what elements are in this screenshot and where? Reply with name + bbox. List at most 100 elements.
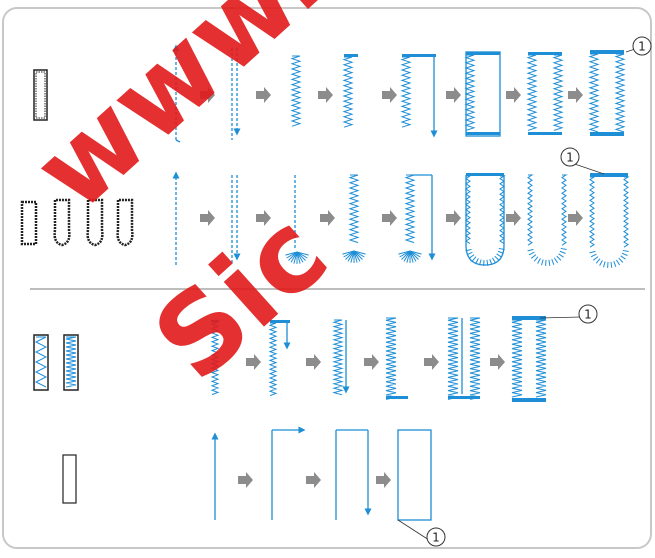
icon-outline bbox=[118, 200, 133, 245]
left-bead bbox=[402, 57, 410, 127]
round-end-stitch bbox=[557, 256, 561, 260]
round-end-stitch bbox=[560, 251, 566, 253]
step-3 bbox=[336, 430, 368, 520]
left-bead bbox=[590, 177, 594, 247]
step-arrow bbox=[446, 87, 461, 103]
right-bead bbox=[554, 55, 562, 130]
step-arrow bbox=[238, 472, 253, 488]
round-end-stitch bbox=[603, 261, 605, 267]
step-6 bbox=[466, 52, 500, 136]
round-end-stitch bbox=[622, 253, 628, 255]
icon-right-zigzag bbox=[66, 337, 76, 387]
row-bound-buttonhole: 1 bbox=[63, 430, 445, 546]
round-end-stitch bbox=[538, 258, 541, 263]
step-4 bbox=[342, 175, 365, 263]
round-end-stitch bbox=[497, 254, 502, 257]
right-bead bbox=[470, 318, 480, 399]
step-2 bbox=[232, 175, 237, 265]
right-bead bbox=[624, 177, 628, 247]
callout-number-1: 1 bbox=[584, 308, 592, 322]
round-end-stitch bbox=[541, 259, 543, 265]
round-end-stitch bbox=[534, 257, 538, 262]
step-5 bbox=[448, 318, 480, 399]
step-5 bbox=[402, 54, 436, 134]
round-end-stitch bbox=[495, 256, 499, 260]
left-bead bbox=[292, 56, 300, 126]
icon-outline bbox=[55, 200, 70, 245]
right-bead bbox=[536, 320, 546, 397]
step-1 bbox=[211, 320, 219, 395]
round-end-stitch bbox=[529, 252, 534, 255]
right-bead bbox=[616, 54, 624, 132]
callout-1: 1 bbox=[561, 148, 604, 174]
left-bead bbox=[344, 57, 352, 127]
step-arrow bbox=[364, 354, 379, 370]
step-arrow bbox=[382, 210, 397, 226]
step-3 bbox=[285, 175, 308, 264]
round-end-stitch bbox=[554, 258, 557, 263]
step-4 bbox=[398, 430, 431, 520]
step-arrow bbox=[376, 472, 391, 488]
row-stretch-buttonholes: 1 bbox=[34, 305, 597, 402]
step-5 bbox=[398, 175, 432, 263]
step-2 bbox=[272, 430, 302, 520]
round-end-stitch bbox=[552, 259, 554, 265]
step-6 bbox=[466, 173, 505, 266]
eyelet-fan bbox=[398, 251, 421, 263]
left-bead bbox=[270, 323, 276, 396]
bartack-bottom bbox=[466, 132, 500, 135]
right-bead bbox=[562, 175, 566, 245]
left-bead bbox=[350, 175, 358, 243]
bartack-top bbox=[590, 173, 628, 177]
step-arrow bbox=[506, 210, 521, 226]
left-bead bbox=[448, 318, 458, 399]
round-end-stitch bbox=[469, 255, 474, 259]
callout-number-1: 1 bbox=[566, 151, 574, 165]
step-2 bbox=[232, 48, 237, 140]
round-end-stitch bbox=[593, 257, 598, 261]
round-end-stitch bbox=[614, 261, 616, 267]
keyhole-buttonholes-icon bbox=[22, 200, 132, 245]
round-end-stitch bbox=[492, 258, 495, 263]
callout-1: 1 bbox=[626, 37, 651, 55]
round-end-stitch bbox=[559, 254, 564, 257]
callout-1: 1 bbox=[540, 305, 597, 323]
bartack-top bbox=[466, 173, 504, 176]
step-4 bbox=[344, 54, 358, 127]
step-1 bbox=[176, 48, 180, 142]
step-6 bbox=[512, 316, 546, 402]
step-8 bbox=[590, 50, 624, 136]
step-arrow bbox=[306, 354, 321, 370]
step-arrow bbox=[424, 354, 439, 370]
step-arrow bbox=[256, 87, 271, 103]
left-bead bbox=[212, 322, 218, 395]
icon-outline bbox=[34, 70, 47, 120]
icon-outline bbox=[22, 202, 36, 244]
step-2 bbox=[270, 320, 290, 396]
left-bead bbox=[512, 320, 522, 397]
round-end-stitch bbox=[561, 248, 567, 249]
round-end-stitch bbox=[549, 260, 550, 266]
round-end-stitch bbox=[621, 256, 626, 259]
step-arrow bbox=[490, 354, 505, 370]
round-end-stitch bbox=[596, 259, 600, 264]
finished-outline bbox=[398, 430, 431, 520]
step-7-wrap bbox=[528, 175, 567, 266]
callout-1: 1 bbox=[398, 520, 445, 546]
callout-number-1: 1 bbox=[432, 531, 440, 545]
step-arrow bbox=[318, 87, 333, 103]
square-buttonhole-icon bbox=[34, 70, 47, 120]
keyhole-icon-4 bbox=[118, 200, 133, 245]
step-arrow bbox=[446, 210, 461, 226]
step-4 bbox=[386, 318, 408, 399]
keyhole-icon-3 bbox=[88, 200, 103, 245]
left-bead bbox=[386, 318, 396, 399]
icon-outline bbox=[88, 200, 103, 245]
eyelet-fan bbox=[342, 251, 365, 263]
round-end-stitch bbox=[467, 252, 472, 255]
start-tick bbox=[176, 140, 180, 142]
step-8 bbox=[590, 173, 629, 268]
step-3 bbox=[334, 320, 346, 395]
